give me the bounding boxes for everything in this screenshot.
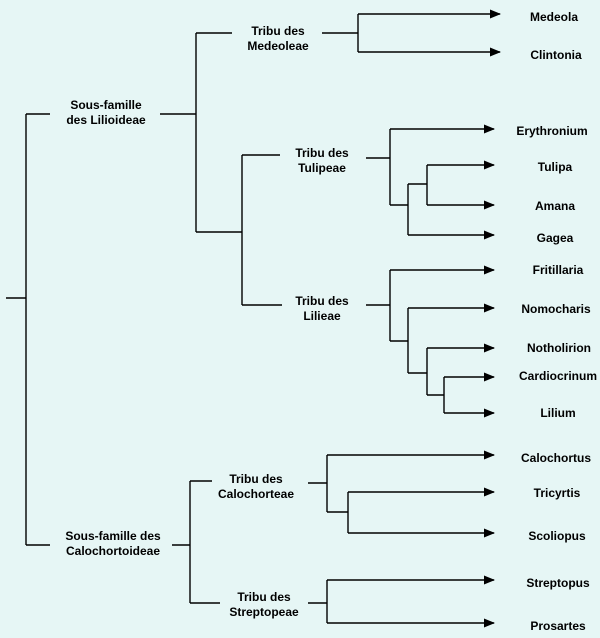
- genus-amana: Amana: [534, 199, 576, 213]
- label-line: Tribu des: [237, 590, 291, 604]
- label-line: Sous-famille: [70, 98, 142, 112]
- genus-erythronium: Erythronium: [516, 124, 588, 138]
- genus-calochortus: Calochortus: [520, 451, 592, 465]
- tribe-calochorteae-label: Tribu des Calochorteae: [218, 472, 294, 502]
- genus-lilium: Lilium: [540, 406, 576, 420]
- tribe-medeoleae-label: Tribu des Medeoleae: [247, 24, 308, 54]
- branch-lines: [6, 9, 502, 628]
- label-line: Calochorteae: [217, 487, 295, 501]
- label-line: Streptopeae: [229, 605, 299, 619]
- label-line: des Lilioideae: [66, 113, 146, 127]
- label-line: Tulipeae: [298, 161, 346, 175]
- genus-tulipa: Tulipa: [537, 160, 573, 174]
- label-line: Tribu des: [295, 294, 349, 308]
- label-line: Tribu des: [229, 472, 283, 486]
- genus-tricyrtis: Tricyrtis: [533, 486, 581, 500]
- genus-gagea: Gagea: [536, 231, 574, 245]
- genus-clintonia: Clintonia: [530, 48, 582, 62]
- label-line: Medeoleae: [247, 39, 309, 53]
- genus-medeola: Medeola: [529, 10, 579, 24]
- subfamily-lilioideae-label: Sous-famille des Lilioideae: [66, 98, 145, 128]
- label-line: Calochortoideae: [65, 544, 161, 558]
- genus-scoliopus: Scoliopus: [528, 529, 586, 543]
- genus-streptopus: Streptopus: [526, 576, 590, 590]
- label-line: Lilieae: [303, 309, 341, 323]
- genus-nomocharis: Nomocharis: [521, 302, 591, 316]
- label-line: Sous-famille des: [65, 529, 161, 543]
- genus-cardiocrinum: Cardiocrinum: [518, 369, 598, 383]
- tribe-streptopeae-label: Tribu des Streptopeae: [229, 590, 298, 620]
- genus-prosartes: Prosartes: [530, 619, 586, 633]
- genus-fritillaria: Fritillaria: [532, 263, 584, 277]
- subfamily-calochortoideae-label: Sous-famille des Calochortoideae: [65, 529, 160, 559]
- tribe-tulipeae-label: Tribu des Tulipeae: [295, 146, 348, 176]
- label-line: Tribu des: [295, 146, 349, 160]
- label-line: Tribu des: [251, 24, 305, 38]
- genus-notholirion: Notholirion: [527, 341, 591, 355]
- tribe-lilieae-label: Tribu des Lilieae: [295, 294, 348, 324]
